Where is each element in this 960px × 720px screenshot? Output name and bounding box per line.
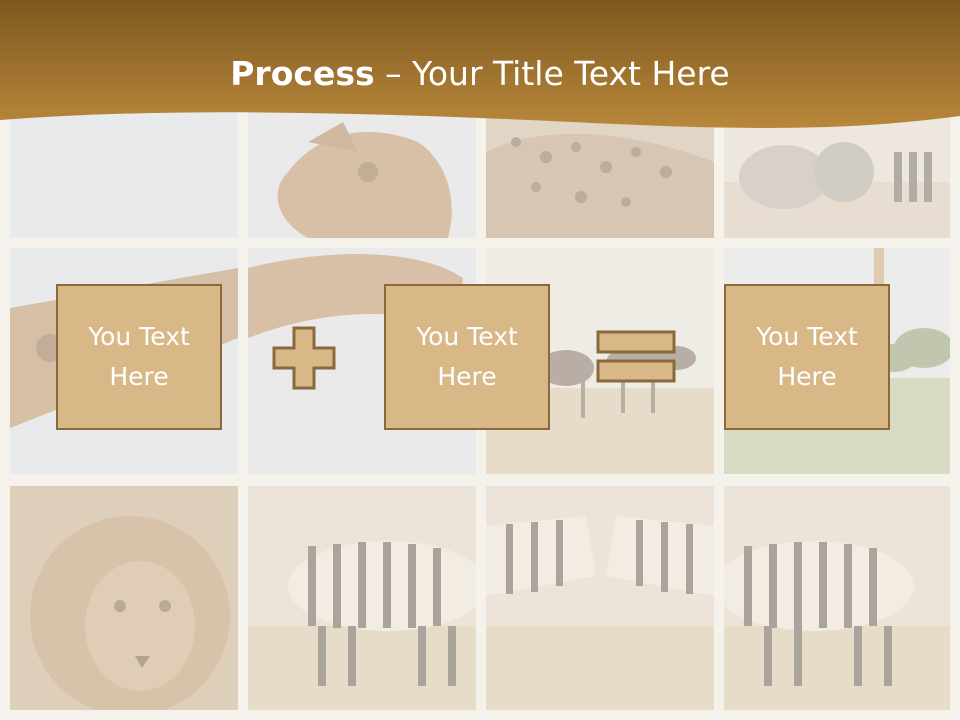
process-box-2-text: You Text Here (416, 322, 518, 391)
photo-tile-zebra-heads (486, 486, 714, 710)
process-box-1[interactable]: You Text Here (56, 284, 222, 430)
process-box-2[interactable]: You Text Here (384, 284, 550, 430)
process-box-3-text: You Text Here (756, 322, 858, 391)
title-bold: Process (230, 54, 375, 93)
plus-icon (272, 326, 336, 390)
photo-tile-zebra-right (724, 486, 950, 710)
process-box-3[interactable]: You Text Here (724, 284, 890, 430)
page-title: Process – Your Title Text Here (0, 52, 960, 96)
title-banner (0, 0, 960, 140)
process-box-1-text: You Text Here (88, 322, 190, 391)
photo-tile-lion (10, 486, 238, 710)
equals-icon (596, 330, 676, 384)
title-rest: – Your Title Text Here (374, 54, 730, 93)
photo-tile-zebra-left (248, 486, 476, 710)
